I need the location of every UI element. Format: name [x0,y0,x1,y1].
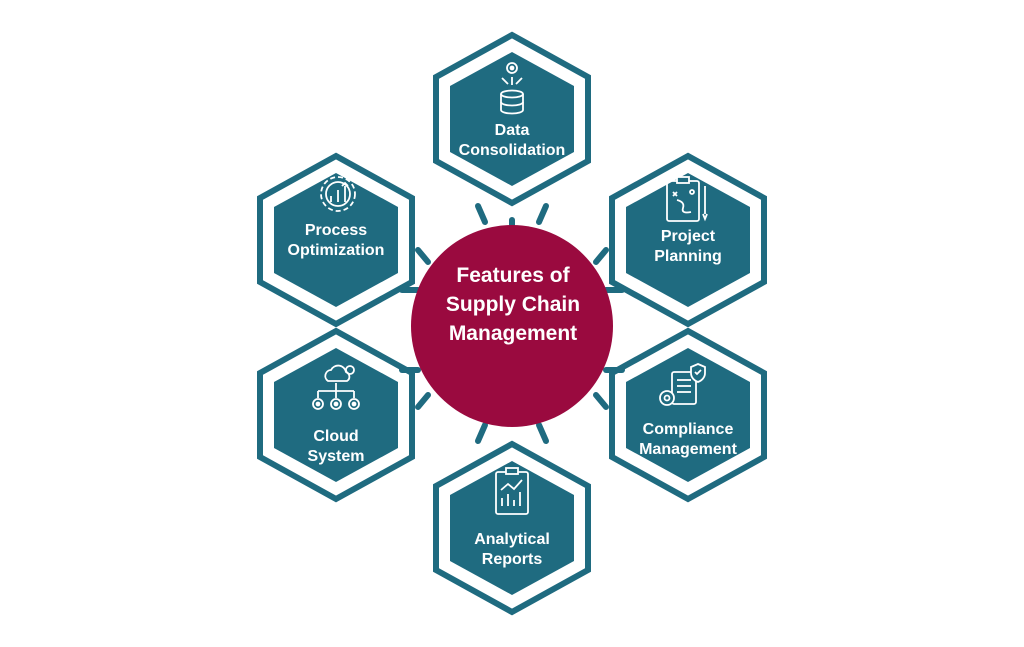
feature-label-line: Reports [481,551,543,568]
hexagon-project-planning [609,152,767,328]
feature-label-line: Optimization [287,242,385,259]
clipboard-plan-icon [666,176,708,222]
cloud-network-icon [312,364,360,410]
feature-label-project-planning: Project Planning [613,227,763,267]
hexagon-analytical-reports [433,440,591,616]
feature-label-compliance-management: Compliance Management [613,420,763,460]
feature-label-process-optimization: Process Optimization [261,221,411,261]
feature-label-cloud-system: Cloud System [261,427,411,467]
database-gear-icon [500,62,524,115]
feature-label-line: Management [639,441,737,458]
feature-label-line: Cloud [313,428,359,445]
hub-title-line: Supply Chain [445,292,581,316]
hub-title-line: Features of [456,264,570,287]
feature-label-line: Planning [654,248,722,265]
connectors [399,203,625,444]
hexagon-process-optimization [257,152,415,328]
hexagon-cloud-system [257,327,415,503]
hub-circle [411,225,613,427]
gear-growth-icon [320,176,356,212]
feature-label-data-consolidation: Data Consolidation [437,121,587,161]
feature-label-line: Compliance [642,421,734,438]
feature-label-line: Data [494,122,530,139]
feature-label-line: System [307,448,365,465]
hexagon-compliance-management [609,327,767,503]
compliance-shield-icon [659,363,706,406]
feature-label-line: Process [304,222,368,239]
feature-label-analytical-reports: Analytical Reports [437,530,587,570]
feature-label-line: Consolidation [458,142,566,159]
hub-title-line: Management [448,321,578,345]
hub-title: Features of Supply Chain Management [413,262,613,349]
feature-label-line: Project [660,228,716,245]
hexagon-data-consolidation [433,31,591,207]
report-chart-icon [495,467,529,515]
feature-label-line: Analytical [474,531,550,548]
